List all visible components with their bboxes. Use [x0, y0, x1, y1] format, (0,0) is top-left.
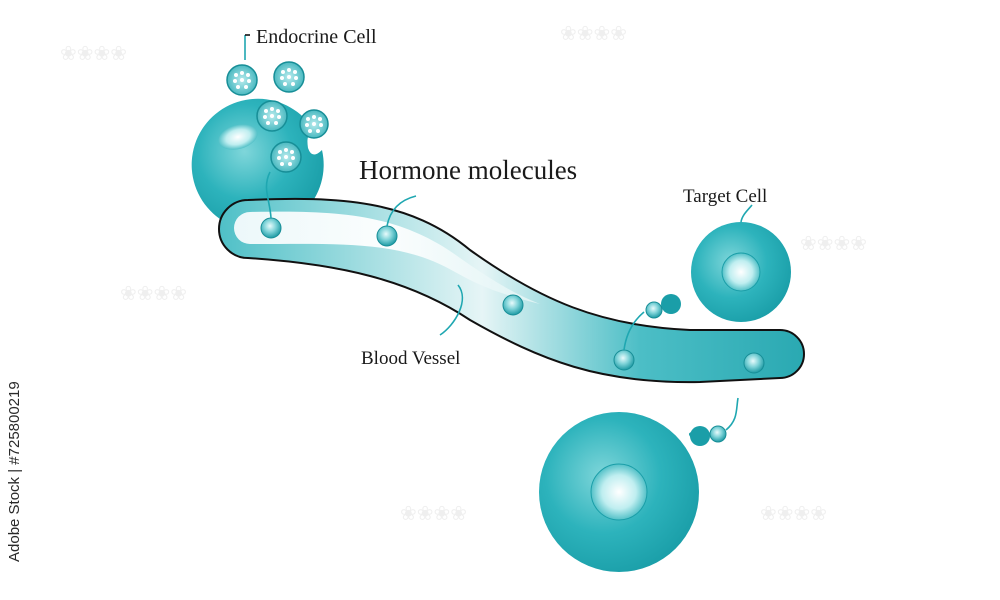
target-cell-nucleus [721, 252, 761, 292]
svg-text:❀❀❀❀: ❀❀❀❀ [560, 23, 627, 45]
target-cell-lower [539, 412, 727, 572]
leader-line [725, 397, 739, 431]
granule [256, 100, 288, 132]
target-cell-nucleus [590, 463, 648, 521]
stock-watermark: Adobe Stock | #725800219 [6, 381, 23, 563]
granule [226, 64, 258, 96]
granule [270, 141, 302, 173]
secretory-granules [218, 61, 329, 173]
svg-text:❀❀❀❀: ❀❀❀❀ [120, 283, 187, 305]
endocrine-nucleus [218, 124, 258, 150]
watermark-pattern: ❀❀❀❀ ❀❀❀❀ ❀❀❀❀ ❀❀❀❀ ❀❀❀❀ ❀❀❀❀ [60, 23, 867, 525]
hormone-molecule [743, 352, 765, 374]
leader-line [623, 311, 645, 351]
svg-text:❀❀❀❀: ❀❀❀❀ [60, 43, 127, 65]
label-hormone-molecules: Hormone molecules [359, 155, 577, 185]
hormone-molecule [376, 225, 398, 247]
label-target-cell: Target Cell [683, 186, 767, 207]
blood-vessel [218, 197, 805, 384]
hormone-molecule [613, 349, 635, 371]
svg-text:❀❀❀❀: ❀❀❀❀ [760, 503, 827, 525]
granule [273, 61, 305, 93]
svg-text:❀❀❀❀: ❀❀❀❀ [400, 503, 467, 525]
leader-lines [244, 34, 753, 431]
leader-line [740, 204, 753, 223]
endocrine-cell [191, 61, 329, 231]
leader-line [386, 195, 417, 227]
leader-line [265, 171, 272, 219]
target-cell-upper [645, 222, 791, 322]
leader-line [439, 284, 464, 336]
receptor-binding-site [689, 425, 727, 446]
receptor-binding-site [645, 294, 681, 319]
svg-text:❀❀❀❀: ❀❀❀❀ [800, 233, 867, 255]
label-blood-vessel: Blood Vessel [361, 348, 460, 369]
hormone-molecule [502, 294, 524, 316]
label-endocrine-cell: Endocrine Cell [256, 26, 377, 48]
hormone-molecule [260, 217, 282, 239]
blood-vessel-lumen [234, 211, 540, 304]
hormone-molecules [260, 217, 765, 374]
granule [299, 109, 329, 139]
